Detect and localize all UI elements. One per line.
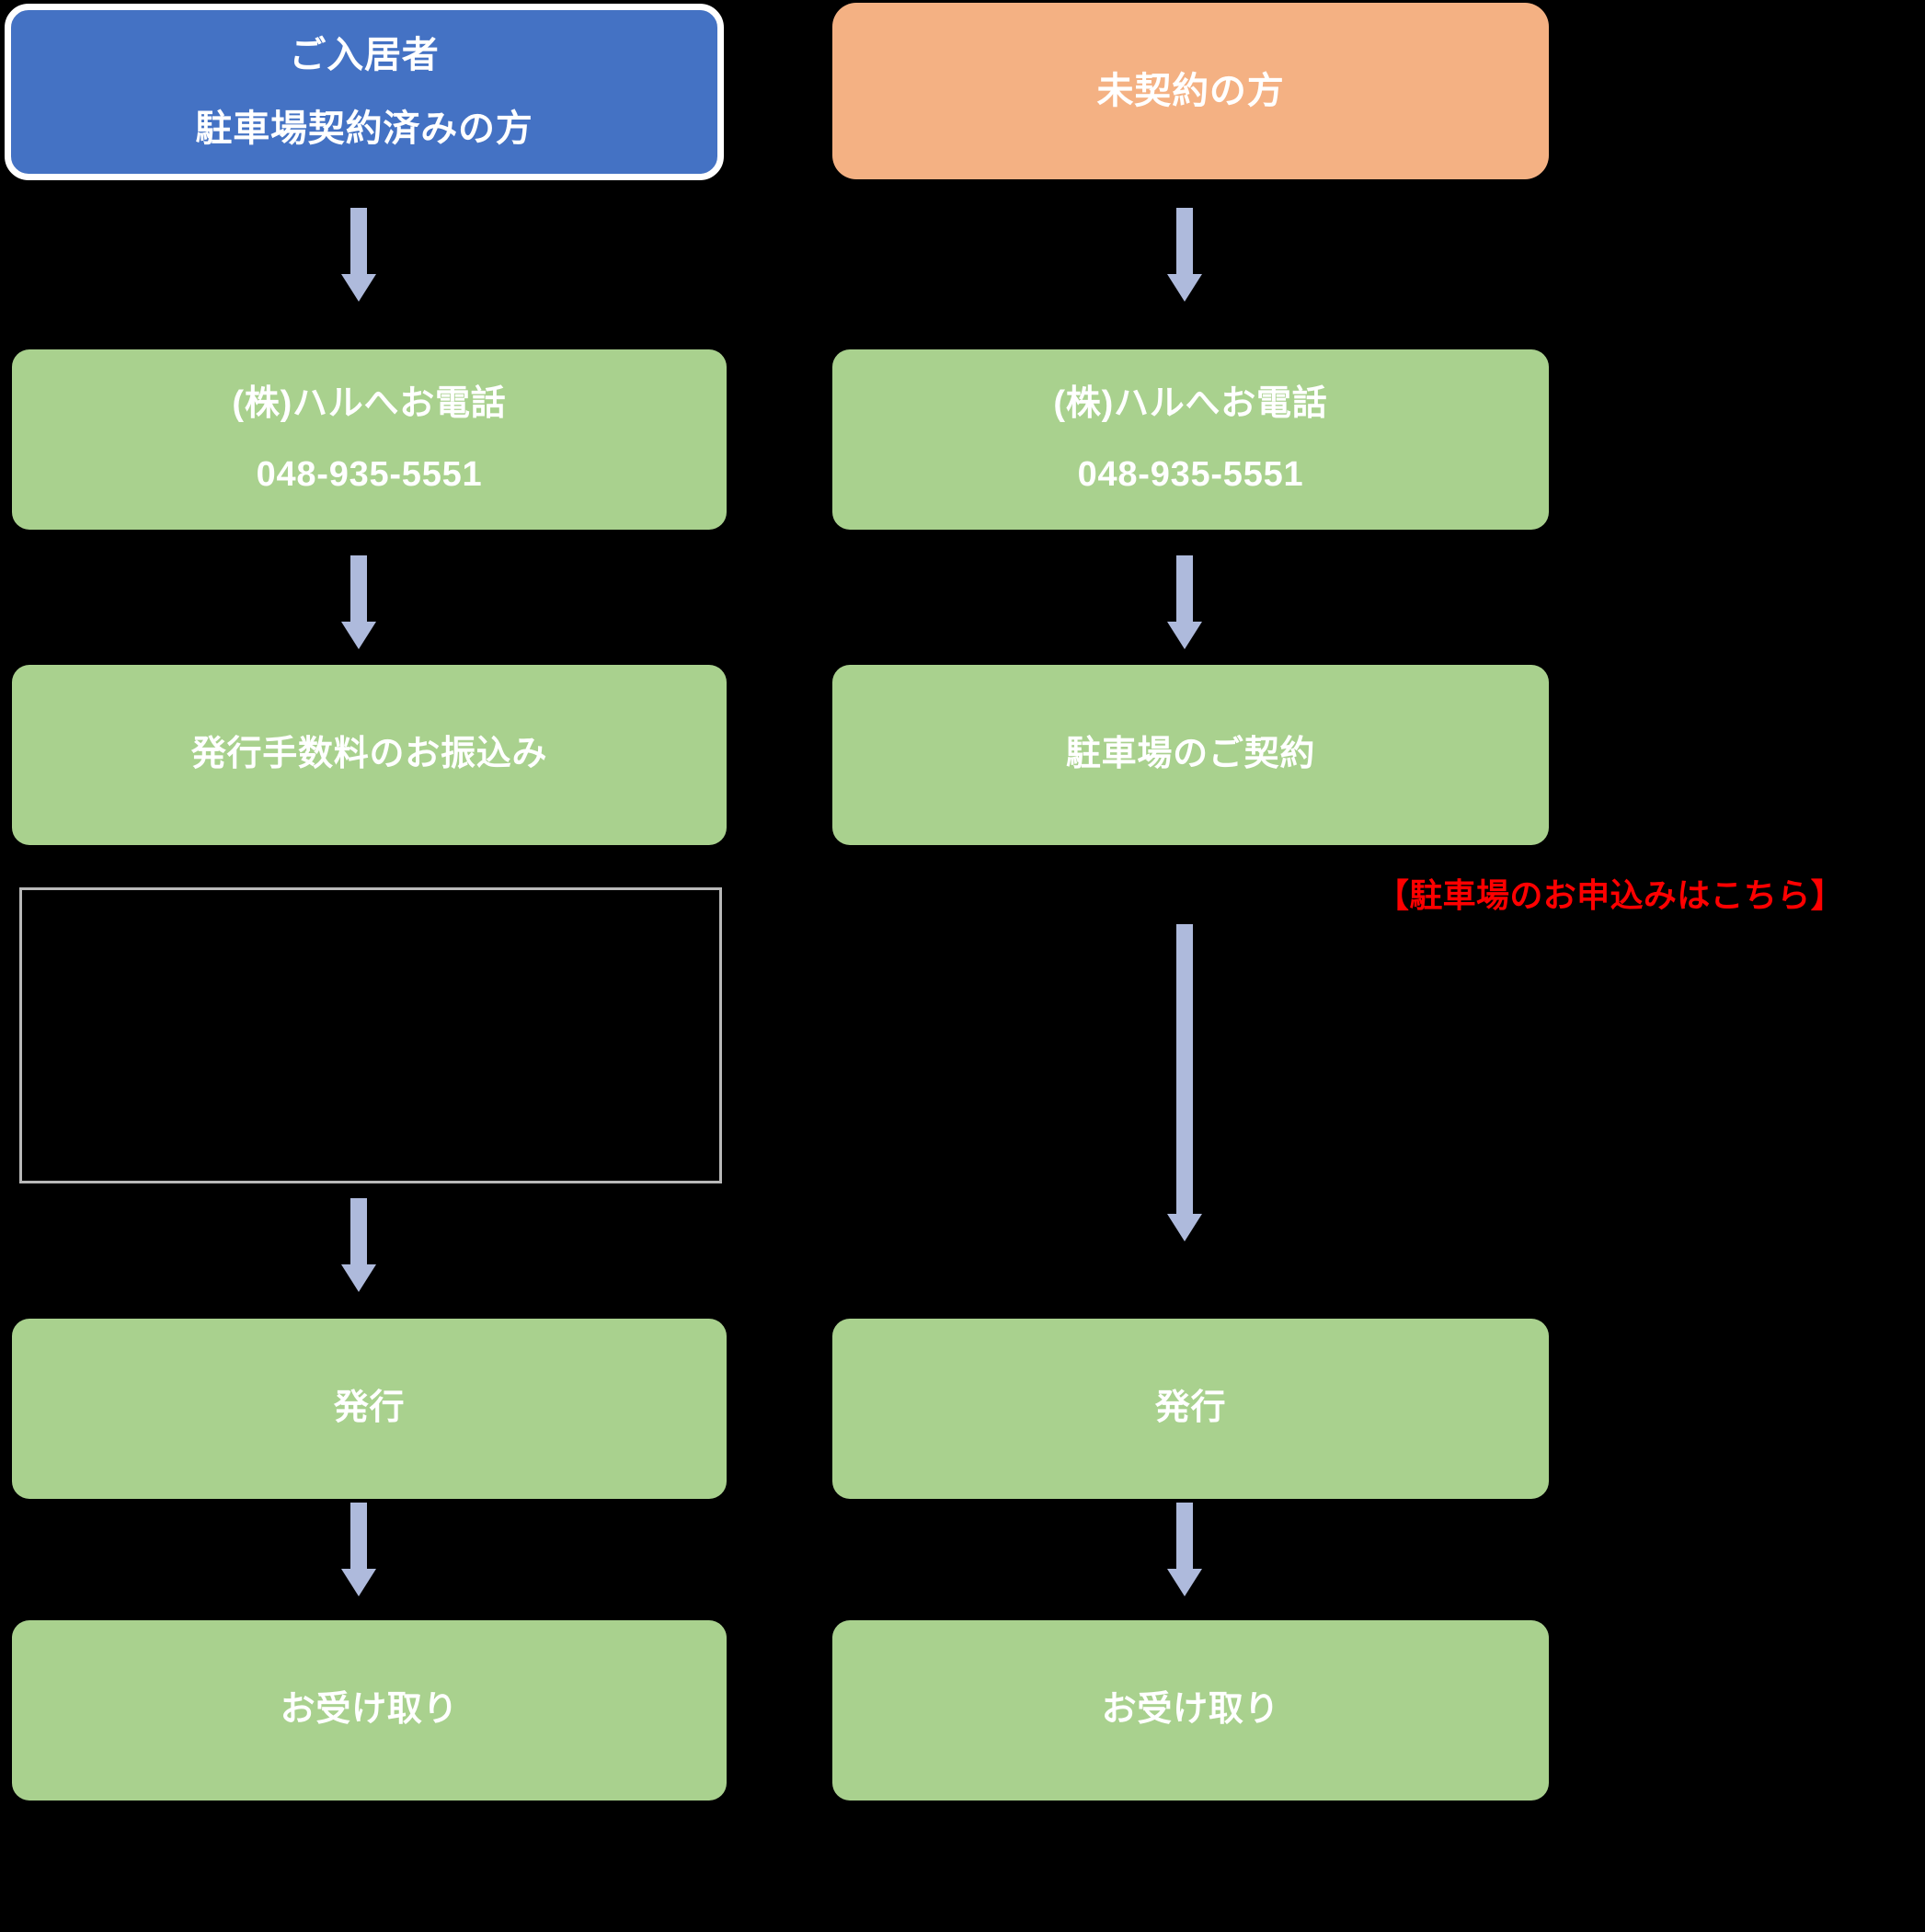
right-step-4-box[interactable]: お受け取り <box>832 1620 1549 1801</box>
left-step-2-box[interactable]: 発行手数料のお振込み <box>12 665 727 845</box>
left-image-placeholder <box>19 887 722 1183</box>
left-step-2-line1: 発行手数料のお振込み <box>190 735 548 774</box>
arrow-down-left-3 <box>341 1198 376 1292</box>
right-step-1-line1: (株)ハルへお電話 <box>1053 383 1328 423</box>
right-header-box[interactable]: 未契約の方 <box>832 3 1549 179</box>
right-step-2-box[interactable]: 駐車場のご契約 <box>832 665 1549 845</box>
arrow-down-right-3-long <box>1167 924 1202 1241</box>
arrow-down-right-1 <box>1167 208 1202 302</box>
left-header-line1: ご入居者 <box>289 35 440 75</box>
right-step-3-line1: 発行 <box>1154 1389 1227 1428</box>
right-step-2-line1: 駐車場のご契約 <box>1065 735 1316 774</box>
left-step-1-line1: (株)ハルへお電話 <box>232 383 507 423</box>
left-header-box[interactable]: ご入居者 駐車場契約済みの方 <box>5 4 724 180</box>
left-step-3-box[interactable]: 発行 <box>12 1319 727 1499</box>
right-step-1-box[interactable]: (株)ハルへお電話 048-935-5551 <box>832 349 1549 530</box>
parking-application-caption[interactable]: 【駐車場のお申込みはこちら】 <box>1375 876 1844 914</box>
right-step-1-line2: 048-935-5551 <box>1077 455 1304 494</box>
arrow-down-left-1 <box>341 208 376 302</box>
right-step-4-line1: お受け取り <box>1101 1690 1280 1730</box>
left-step-3-line1: 発行 <box>333 1389 406 1428</box>
left-step-1-box[interactable]: (株)ハルへお電話 048-935-5551 <box>12 349 727 530</box>
arrow-down-right-2 <box>1167 555 1202 649</box>
left-header-line2: 駐車場契約済みの方 <box>195 109 533 149</box>
right-header-line1: 未契約の方 <box>1096 71 1285 111</box>
arrow-down-left-2 <box>341 555 376 649</box>
arrow-down-left-4 <box>341 1503 376 1596</box>
arrow-down-right-4 <box>1167 1503 1202 1596</box>
left-step-4-box[interactable]: お受け取り <box>12 1620 727 1801</box>
left-step-1-line2: 048-935-5551 <box>256 455 483 494</box>
right-step-3-box[interactable]: 発行 <box>832 1319 1549 1499</box>
left-step-4-line1: お受け取り <box>280 1690 459 1730</box>
